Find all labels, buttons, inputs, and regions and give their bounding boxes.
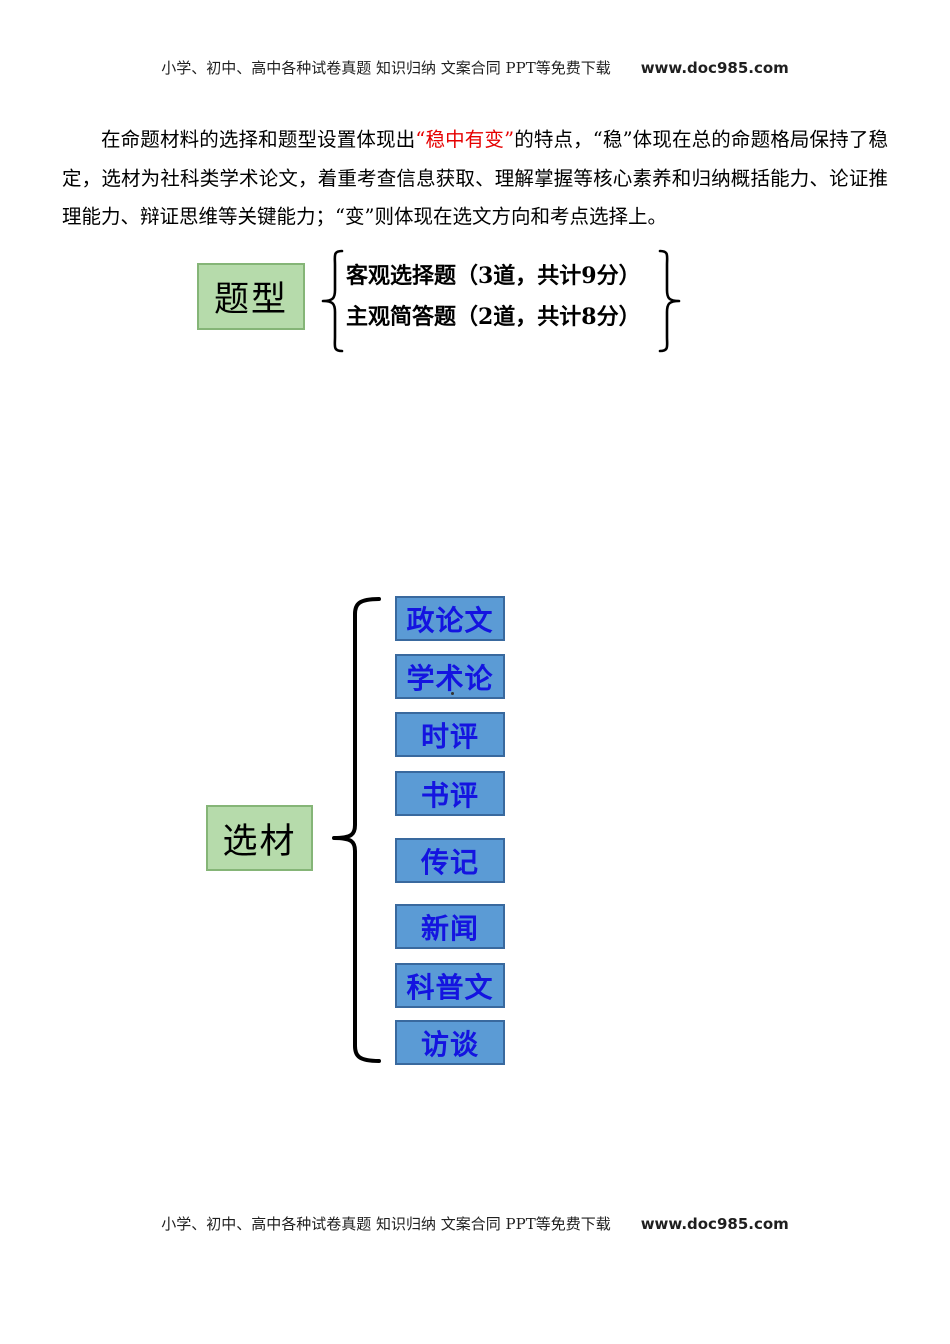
footer-text: 小学、初中、高中各种试卷真题 知识归纳 文案合同 PPT等免费下载 bbox=[161, 1215, 611, 1233]
big-left-brace-icon bbox=[332, 597, 381, 1063]
material-item: 访谈 bbox=[420, 1027, 479, 1061]
question-type-label-box: 题型 bbox=[197, 263, 305, 330]
question-type-item: 主观简答题（2道，共计8分） bbox=[346, 304, 641, 330]
material-item: 传记 bbox=[420, 845, 479, 879]
stray-dot bbox=[451, 692, 454, 695]
left-brace-icon bbox=[321, 249, 344, 353]
material-label-box: 选材 bbox=[206, 805, 313, 871]
footer-site-url: www.doc985.com bbox=[640, 1215, 789, 1233]
question-type-item: 客观选择题（3道，共计9分） bbox=[346, 263, 641, 289]
material-item: 科普文 bbox=[406, 970, 494, 1004]
paragraph-part2: 的特点，“稳”体现在总的命题格局保持了稳定，选材为社科类学术论文，着重考查信息获… bbox=[62, 128, 888, 228]
material-item-box: 新闻 bbox=[395, 904, 505, 949]
intro-paragraph: 在命题材料的选择和题型设置体现出“稳中有变”的特点，“稳”体现在总的命题格局保持… bbox=[62, 121, 888, 237]
material-item: 新闻 bbox=[420, 911, 479, 945]
header-site-url: www.doc985.com bbox=[640, 59, 789, 77]
right-brace-icon bbox=[658, 249, 681, 353]
material-item: 时评 bbox=[420, 719, 479, 753]
material-item-box: 学术论 bbox=[395, 654, 505, 699]
question-type-label: 题型 bbox=[213, 280, 288, 320]
material-item: 书评 bbox=[420, 778, 479, 812]
material-item-box: 传记 bbox=[395, 838, 505, 883]
material-label: 选材 bbox=[222, 821, 297, 862]
page-footer: 小学、初中、高中各种试卷真题 知识归纳 文案合同 PPT等免费下载 www.doc… bbox=[0, 1213, 950, 1234]
question-type-items: 客观选择题（3道，共计9分） 主观简答题（2道，共计8分） bbox=[346, 256, 656, 338]
material-item: 政论文 bbox=[406, 603, 494, 637]
material-item-box: 访谈 bbox=[395, 1020, 505, 1065]
material-item-box: 政论文 bbox=[395, 596, 505, 641]
material-item-box: 时评 bbox=[395, 712, 505, 757]
material-item: 学术论 bbox=[406, 661, 494, 695]
material-item-box: 科普文 bbox=[395, 963, 505, 1008]
material-item-box: 书评 bbox=[395, 771, 505, 816]
paragraph-part1: 在命题材料的选择和题型设置体现出 bbox=[101, 128, 416, 151]
paragraph-highlight: “稳中有变” bbox=[415, 128, 515, 151]
header-text: 小学、初中、高中各种试卷真题 知识归纳 文案合同 PPT等免费下载 bbox=[161, 59, 611, 77]
page-header: 小学、初中、高中各种试卷真题 知识归纳 文案合同 PPT等免费下载 www.doc… bbox=[0, 57, 950, 78]
